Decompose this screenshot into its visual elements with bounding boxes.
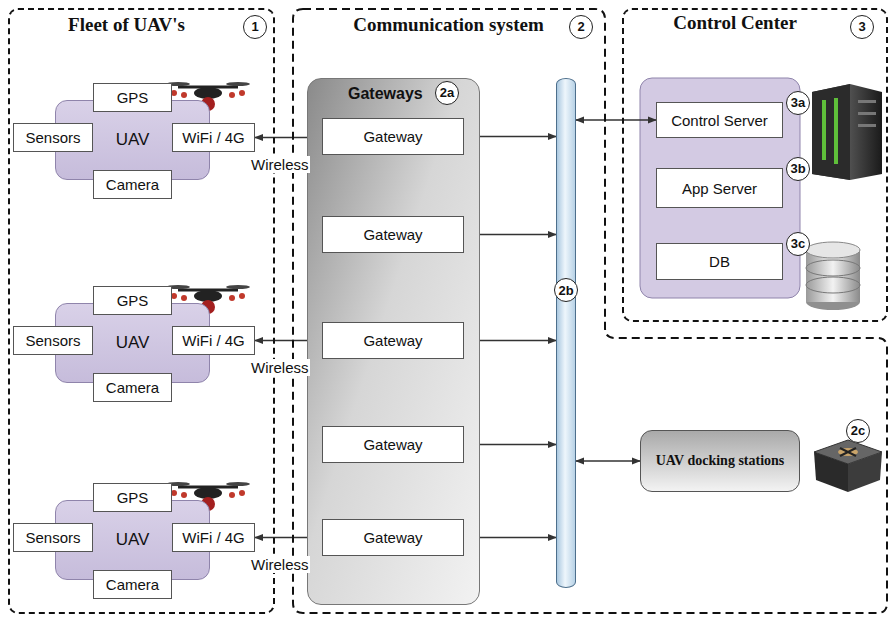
node-label: WiFi / 4G	[182, 529, 245, 546]
callout-number: 3b	[786, 157, 810, 181]
callout-number: 3c	[786, 232, 810, 256]
region-title: Fleet of UAV's	[10, 14, 243, 36]
gateway-box: Gateway	[322, 426, 464, 463]
node-label: Sensors	[25, 529, 80, 546]
node-label: Sensors	[25, 129, 80, 146]
component-box: GPS	[93, 83, 172, 112]
component-box: Sensors	[13, 123, 93, 152]
callout-number: 3a	[786, 91, 810, 115]
node-label: WiFi / 4G	[182, 332, 245, 349]
server-icon	[812, 84, 882, 180]
region-title: Control Center	[624, 12, 846, 34]
node-label: UAV docking stations	[656, 453, 785, 469]
node-label: Gateway	[363, 226, 422, 243]
node-label: WiFi / 4G	[182, 129, 245, 146]
region-title: Communication system	[292, 14, 605, 36]
node-label: Camera	[106, 176, 159, 193]
link-label: Wireless	[250, 359, 310, 376]
component-box: Sensors	[13, 326, 93, 355]
callout-number: 1	[243, 15, 267, 39]
node-label: GPS	[117, 292, 149, 309]
component-box: Sensors	[13, 523, 93, 552]
database-icon	[806, 242, 860, 310]
node-label: Camera	[106, 576, 159, 593]
component-box: Camera	[93, 570, 172, 599]
docking-box: UAV docking stations	[640, 430, 800, 492]
node-label: UAV	[116, 333, 150, 353]
link-arrow	[576, 460, 640, 461]
network-bus: 2b	[556, 78, 576, 588]
gateway-box: Gateway	[322, 216, 464, 253]
server-panel	[640, 78, 800, 298]
uav-box: UAVGPSSensorsWiFi / 4GCamera	[55, 303, 210, 383]
callout-number: 3	[850, 15, 874, 39]
docking-station-icon	[814, 440, 882, 492]
node-label: Control Server	[671, 112, 768, 129]
server-box: DB	[656, 243, 783, 280]
gateway-panel: GatewaysGatewayGatewayGatewayGatewayGate…	[307, 78, 480, 605]
node-label: App Server	[682, 180, 757, 197]
node-label: DB	[709, 253, 730, 270]
node-label: Gateway	[363, 529, 422, 546]
component-box: GPS	[93, 483, 172, 512]
node-label: Camera	[106, 379, 159, 396]
node-label: UAV	[116, 530, 150, 550]
uav-box: UAVGPSSensorsWiFi / 4GCamera	[55, 100, 210, 180]
component-box: Camera	[93, 170, 172, 199]
node-label: Gateway	[363, 128, 422, 145]
gateway-box: Gateway	[322, 118, 464, 155]
uav-box: UAVGPSSensorsWiFi / 4GCamera	[55, 500, 210, 580]
gateway-box: Gateway	[322, 322, 464, 359]
region: Fleet of UAV'sUAVGPSSensorsWiFi / 4GCame…	[8, 8, 275, 614]
component-box: GPS	[93, 286, 172, 315]
link-label: Wireless	[250, 556, 310, 573]
callout-number: 2	[569, 15, 593, 39]
component-box: Camera	[93, 373, 172, 402]
node-label: Gateway	[363, 332, 422, 349]
callout-number: 2b	[554, 278, 578, 302]
component-box: WiFi / 4G	[172, 123, 255, 152]
link-arrow	[576, 119, 656, 120]
node-label: UAV	[116, 130, 150, 150]
link-label: Wireless	[250, 156, 310, 173]
server-box: Control Server	[656, 102, 783, 138]
node-label: Gateways	[348, 85, 423, 103]
region: Control CenterControl ServerApp ServerDB	[622, 8, 888, 322]
node-label: Sensors	[25, 332, 80, 349]
component-box: WiFi / 4G	[172, 326, 255, 355]
node-label: GPS	[117, 489, 149, 506]
gateway-box: Gateway	[322, 519, 464, 556]
server-box: App Server	[656, 168, 783, 208]
callout-number: 2c	[846, 419, 870, 443]
callout-number: 2a	[435, 81, 459, 105]
node-label: GPS	[117, 89, 149, 106]
component-box: WiFi / 4G	[172, 523, 255, 552]
node-label: Gateway	[363, 436, 422, 453]
